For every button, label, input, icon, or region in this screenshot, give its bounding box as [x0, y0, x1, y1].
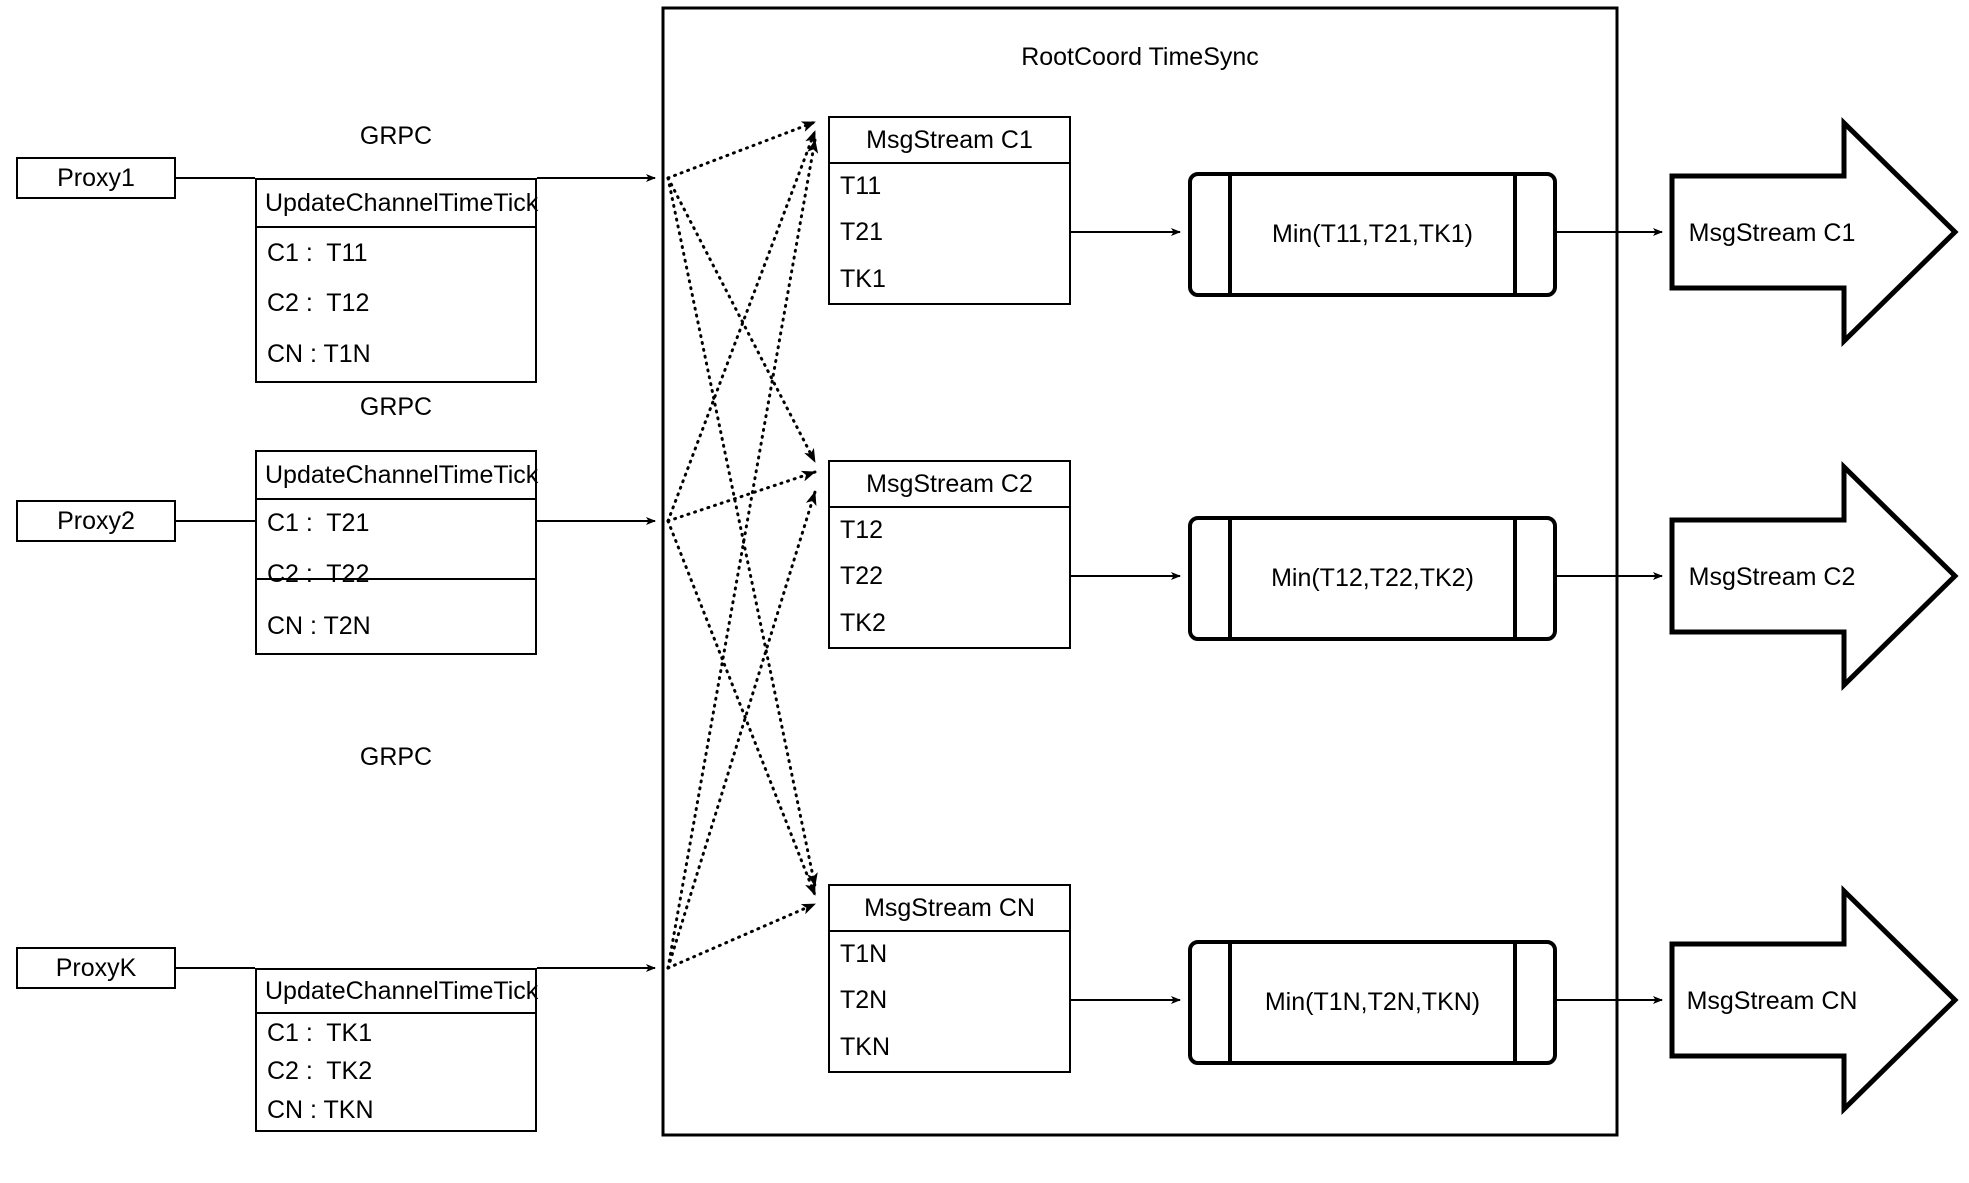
proxy-label-1: Proxy1 — [57, 163, 135, 192]
update-channel-timetick-box-2[interactable]: UpdateChannelTimeTick — [255, 450, 538, 580]
proxy-box-3[interactable]: ProxyK — [16, 947, 176, 989]
output-msgstream-label-c2: MsgStream C2 — [1688, 563, 1856, 591]
msgstream-box-c1[interactable]: MsgStream C1 T11 T21 TK1 — [828, 116, 1071, 305]
grpc-label-3: GRPC — [359, 743, 433, 771]
dispatch-p2-c1 — [666, 129, 817, 523]
min-reducer-box-c1[interactable]: Min(T11,T21,TK1) — [1188, 172, 1557, 297]
update-channel-timetick-header-1: UpdateChannelTimeTick — [257, 180, 538, 228]
dispatch-p2-c2 — [666, 470, 817, 523]
msgstream-header-c1: MsgStream C1 — [830, 118, 1069, 164]
msgstream-body-cn: T1N T2N TKN — [830, 932, 1069, 1071]
dispatch-pk-cn — [666, 902, 817, 970]
dispatch-pk-c1 — [666, 138, 819, 970]
msgstream-row: T22 — [840, 562, 884, 591]
msgstream-row: T11 — [840, 172, 882, 201]
timetick-row: C2 : T12 — [267, 289, 370, 318]
timetick-row: C2 : T22 — [267, 560, 370, 589]
min-reducer-label-c2: Min(T12,T22,TK2) — [1271, 564, 1474, 592]
proxy-label-2: Proxy2 — [57, 506, 135, 535]
msgstream-row: TKN — [840, 1032, 890, 1061]
timetick-row: CN : T1N — [267, 340, 371, 369]
msgstream-header-cn: MsgStream CN — [830, 886, 1069, 932]
output-msgstream-label-cn: MsgStream CN — [1686, 987, 1858, 1015]
update-channel-timetick-header-2: UpdateChannelTimeTick — [257, 452, 538, 500]
timetick-row: C1 : T21 — [267, 509, 370, 538]
subroutine-bar-left — [1228, 176, 1232, 293]
subroutine-bar-right — [1513, 176, 1517, 293]
dispatch-p1-c1 — [666, 120, 817, 180]
msgstream-row: TK1 — [840, 264, 886, 293]
update-channel-timetick-box-3[interactable]: UpdateChannelTimeTick C1 : TK1 C2 : TK2 … — [255, 968, 538, 1132]
subroutine-bar-left — [1228, 944, 1232, 1061]
msgstream-row: T12 — [840, 516, 884, 545]
proxy-label-3: ProxyK — [55, 953, 137, 982]
dispatch-pk-c2 — [666, 490, 817, 970]
dispatch-p2-cn — [666, 519, 817, 897]
min-reducer-label-cn: Min(T1N,T2N,TKN) — [1264, 988, 1481, 1016]
subroutine-bar-left — [1228, 520, 1232, 637]
timetick-row: CN : TKN — [267, 1095, 374, 1124]
update-channel-timetick-body-3: C1 : TK1 C2 : TK2 CN : TKN — [257, 1014, 535, 1130]
subroutine-bar-right — [1513, 944, 1517, 1061]
min-reducer-label-c1: Min(T11,T21,TK1) — [1272, 220, 1473, 248]
update-channel-timetick-body-1: C1 : T11 C2 : T12 CN : T1N — [257, 228, 535, 381]
update-channel-timetick-header-3: UpdateChannelTimeTick — [257, 970, 538, 1014]
update-channel-timetick-box-1[interactable]: UpdateChannelTimeTick C1 : T11 C2 : T12 … — [255, 178, 538, 383]
grpc-label-2: GRPC — [359, 393, 433, 421]
msgstream-body-c2: T12 T22 TK2 — [830, 508, 1069, 647]
min-reducer-box-c2[interactable]: Min(T12,T22,TK2) — [1188, 516, 1557, 641]
rootcoord-container-title: RootCoord TimeSync — [1021, 43, 1259, 71]
dispatch-p1-cn — [666, 176, 818, 888]
proxy-box-1[interactable]: Proxy1 — [16, 157, 176, 199]
dispatch-p1-c2 — [666, 176, 817, 464]
timetick-row: C1 : T11 — [267, 238, 368, 267]
timetick-dispatch-lines — [666, 120, 819, 970]
min-reducer-box-cn[interactable]: Min(T1N,T2N,TKN) — [1188, 940, 1557, 1065]
msgstream-box-c2[interactable]: MsgStream C2 T12 T22 TK2 — [828, 460, 1071, 649]
msgstream-header-c2: MsgStream C2 — [830, 462, 1069, 508]
proxy-box-2[interactable]: Proxy2 — [16, 500, 176, 542]
msgstream-row: T1N — [840, 940, 888, 969]
msgstream-row: TK2 — [840, 608, 886, 637]
timetick-row: CN : T2N — [267, 612, 371, 641]
timetick-row: C1 : TK1 — [267, 1018, 373, 1047]
update-channel-timetick-body-2: C1 : T21 C2 : T22 CN : T2N — [257, 498, 535, 653]
timetick-row: C2 : TK2 — [267, 1056, 373, 1085]
update-channel-timetick-box-2-body[interactable]: C1 : T21 C2 : T22 CN : T2N — [255, 450, 537, 655]
output-msgstream-label-c1: MsgStream C1 — [1688, 219, 1856, 247]
msgstream-row: T21 — [840, 218, 884, 247]
subroutine-bar-right — [1513, 520, 1517, 637]
msgstream-body-c1: T11 T21 TK1 — [830, 164, 1069, 303]
grpc-label-1: GRPC — [359, 122, 433, 150]
msgstream-box-cn[interactable]: MsgStream CN T1N T2N TKN — [828, 884, 1071, 1073]
msgstream-row: T2N — [840, 986, 888, 1015]
